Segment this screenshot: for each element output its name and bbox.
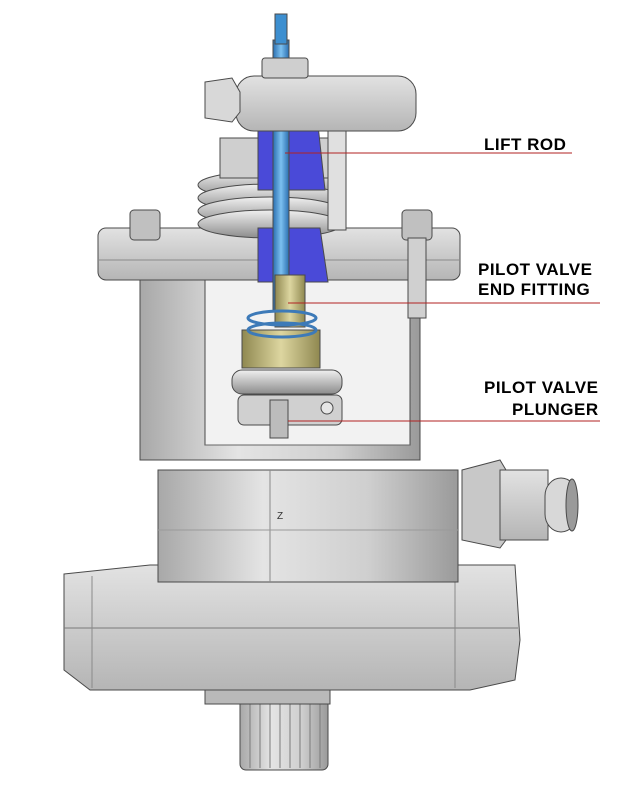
spring-post: [327, 127, 347, 231]
pilot-valve-plunger-label-line1: PILOT VALVE: [484, 378, 599, 397]
rod-tip: [274, 13, 288, 45]
plunger-body: [237, 394, 343, 426]
knob-knurling: [249, 700, 321, 768]
pilot-lower-blue: [257, 227, 329, 283]
pilot-end-fitting: [274, 274, 306, 328]
lever-arm: [204, 57, 417, 132]
fitting-spring: [246, 309, 318, 339]
plunger-pin: [320, 401, 334, 415]
side-pin-right: [407, 237, 427, 319]
pilot-valve-end-fitting-label-line2: END FITTING: [478, 280, 591, 299]
valve-body-group: [63, 13, 579, 771]
side-fitting: [461, 459, 579, 549]
pilot-valve-end-fitting-label-line1: PILOT VALVE: [478, 260, 593, 279]
axis-mark: Z: [277, 511, 283, 522]
pilot-upper-blue: [257, 124, 326, 191]
middle-body: [157, 469, 459, 583]
pilot-valve-plunger-label-line2: PLUNGER: [512, 400, 599, 419]
plunger-stem: [269, 399, 289, 439]
flange-bolt-right: [401, 209, 433, 241]
leader-lines: [285, 152, 600, 422]
flange-bolt-left: [129, 209, 161, 241]
lift-rod-label: LIFT ROD: [484, 135, 567, 154]
plunger-washer: [231, 369, 343, 395]
